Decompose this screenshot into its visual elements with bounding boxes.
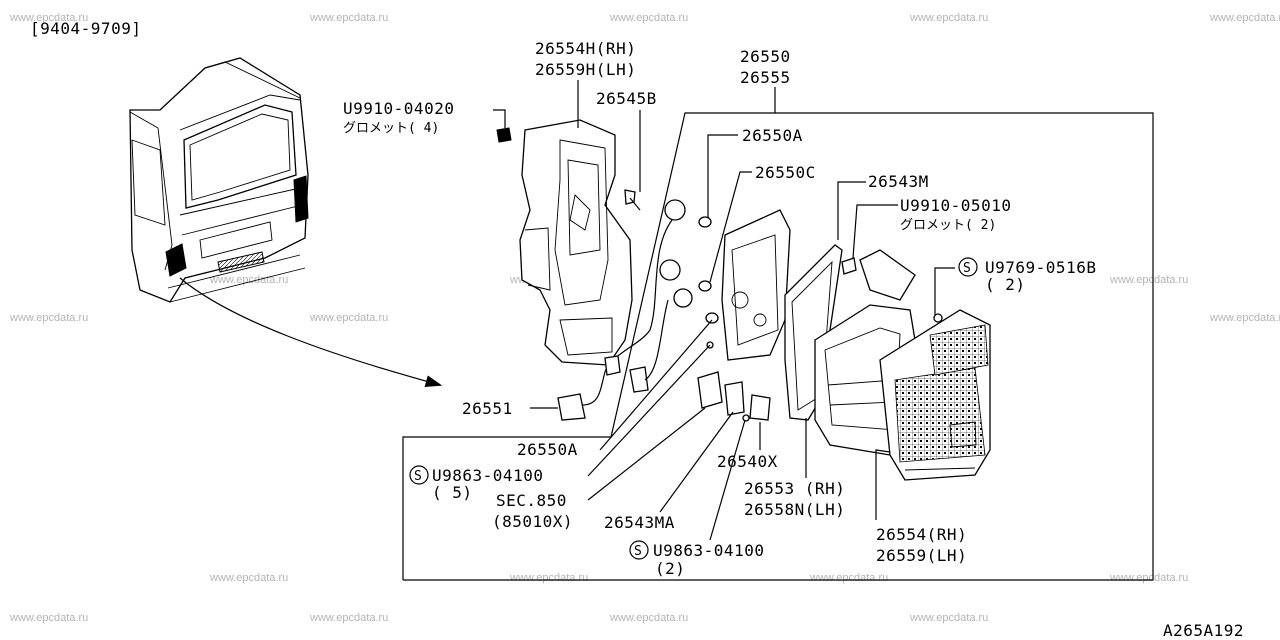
svg-text:www.epcdata.ru: www.epcdata.ru	[909, 612, 988, 624]
label-assembly-rh: 26550	[740, 47, 791, 66]
label-section-ref-code: (85010X)	[492, 512, 573, 531]
lamp-housing	[496, 119, 641, 366]
vehicle-rear-illustration	[129, 57, 443, 387]
svg-text:www.epcdata.ru: www.epcdata.ru	[309, 12, 388, 24]
label-lens-rh: 26554(RH)	[876, 525, 967, 544]
label-section-ref: SEC.850	[496, 491, 567, 510]
svg-text:www.epcdata.ru: www.epcdata.ru	[309, 312, 388, 324]
svg-text:www.epcdata.ru: www.epcdata.ru	[209, 274, 288, 286]
label-housing-rh: 26554H(RH)	[535, 39, 636, 58]
svg-text:www.epcdata.ru: www.epcdata.ru	[1209, 12, 1280, 24]
svg-text:S: S	[634, 544, 642, 559]
date-range: [9404-9709]	[30, 19, 141, 38]
svg-text:www.epcdata.ru: www.epcdata.ru	[309, 612, 388, 624]
wire-harness	[557, 199, 719, 421]
label-bracket-ma: 26543MA	[604, 513, 675, 532]
label-bulb-a-bottom: 26550A	[517, 440, 578, 459]
label-screw-top: 26545B	[596, 89, 657, 108]
label-grommet-right-note: グロメット( 2)	[900, 218, 996, 233]
label-screw-s-bottom-qty: (2)	[655, 559, 685, 578]
label-bracket-m: 26543M	[868, 172, 929, 191]
label-socket: 26540X	[717, 452, 778, 471]
diagram-code: A265A192	[1163, 621, 1244, 640]
part-labels: 26550 26555 26554H(RH) 26559H(LH) 26545B…	[343, 39, 1096, 578]
svg-text:www.epcdata.ru: www.epcdata.ru	[809, 572, 888, 584]
label-bulb-c: 26550C	[755, 163, 816, 182]
label-lens-lh: 26559(LH)	[876, 546, 967, 565]
label-assembly-lh: 26555	[740, 68, 791, 87]
svg-text:www.epcdata.ru: www.epcdata.ru	[909, 12, 988, 24]
svg-text:www.epcdata.ru: www.epcdata.ru	[509, 572, 588, 584]
svg-text:www.epcdata.ru: www.epcdata.ru	[9, 12, 88, 24]
label-grommet-left-code: U9910-04020	[343, 99, 454, 118]
svg-text:www.epcdata.ru: www.epcdata.ru	[1109, 274, 1188, 286]
svg-text:www.epcdata.ru: www.epcdata.ru	[1209, 312, 1280, 324]
label-grommet-left-note: グロメット( 4)	[343, 121, 439, 136]
label-housing-lh: 26559H(LH)	[535, 60, 636, 79]
label-screw-s-top-qty: ( 2)	[985, 275, 1026, 294]
label-screw-s-bottom-code: U9863-04100	[653, 541, 764, 560]
leader-lines	[402, 80, 1154, 581]
svg-text:www.epcdata.ru: www.epcdata.ru	[9, 612, 88, 624]
label-grommet-right-code: U9910-05010	[900, 196, 1011, 215]
label-harness: 26551	[462, 399, 513, 418]
svg-text:www.epcdata.ru: www.epcdata.ru	[609, 12, 688, 24]
s-mark-bottom-icon	[629, 540, 649, 560]
svg-text:S: S	[963, 261, 971, 276]
lamp-lens	[814, 249, 991, 481]
s-mark-left-icon	[409, 465, 429, 485]
label-bulb-a-top: 26550A	[742, 126, 803, 145]
svg-text:S: S	[414, 469, 422, 484]
svg-text:www.epcdata.ru: www.epcdata.ru	[609, 612, 688, 624]
label-gasket-rh: 26553 (RH)	[744, 479, 845, 498]
label-screw-s-left-code: U9863-04100	[432, 466, 543, 485]
socket-bracket	[697, 209, 791, 422]
svg-text:www.epcdata.ru: www.epcdata.ru	[1109, 572, 1188, 584]
svg-text:www.epcdata.ru: www.epcdata.ru	[9, 312, 88, 324]
label-screw-s-left-qty: ( 5)	[432, 483, 473, 502]
svg-text:www.epcdata.ru: www.epcdata.ru	[209, 572, 288, 584]
label-screw-s-top-code: U9769-0516B	[985, 258, 1096, 277]
label-gasket-lh: 26558N(LH)	[744, 500, 845, 519]
s-mark-top-icon	[958, 257, 978, 277]
